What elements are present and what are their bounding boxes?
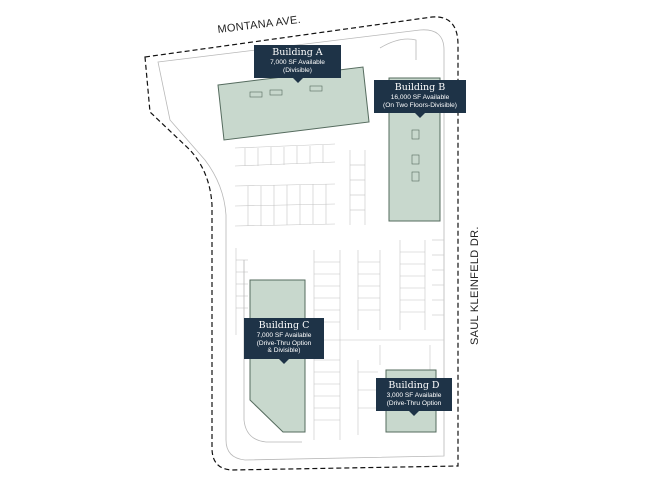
building-c-note-2: & Divisible) xyxy=(267,347,301,355)
parking-central xyxy=(235,248,444,440)
building-d-name: Building D xyxy=(388,380,440,391)
drive-thru-lane xyxy=(243,260,302,443)
entry-curb xyxy=(379,38,417,60)
building-d-callout: Building D 3,000 SF Available (Drive-Thr… xyxy=(376,378,452,417)
building-d-area: 3,000 SF Available xyxy=(386,391,442,399)
building-a-note: (Divisible) xyxy=(283,66,312,74)
building-b-area: 16,000 SF Available xyxy=(390,93,450,101)
building-c-callout: Building C 7,000 SF Available (Drive-Thr… xyxy=(244,318,324,364)
building-d-note: (Drive-Thru Option xyxy=(386,399,442,407)
building-a-callout: Building A 7,000 SF Available (Divisible… xyxy=(254,45,341,84)
building-a-area: 7,000 SF Available xyxy=(270,58,325,66)
building-b-callout: Building B 16,000 SF Available (On Two F… xyxy=(374,80,466,119)
property-boundary xyxy=(144,16,459,471)
street-label-east: SAUL KLEINFELD DR. xyxy=(469,226,481,345)
inner-curb xyxy=(157,29,445,461)
building-c-note-1: (Drive-Thru Option xyxy=(256,339,312,347)
building-b-name: Building B xyxy=(394,82,446,93)
parking-north xyxy=(234,143,366,227)
building-c-name: Building C xyxy=(258,320,310,331)
building-a-name: Building A xyxy=(272,47,323,58)
building-b-note: (On Two Floors-Divisible) xyxy=(383,101,457,109)
street-label-north: MONTANA AVE. xyxy=(217,14,302,36)
building-c-area: 7,000 SF Available xyxy=(256,331,312,339)
parking-east xyxy=(379,239,444,370)
